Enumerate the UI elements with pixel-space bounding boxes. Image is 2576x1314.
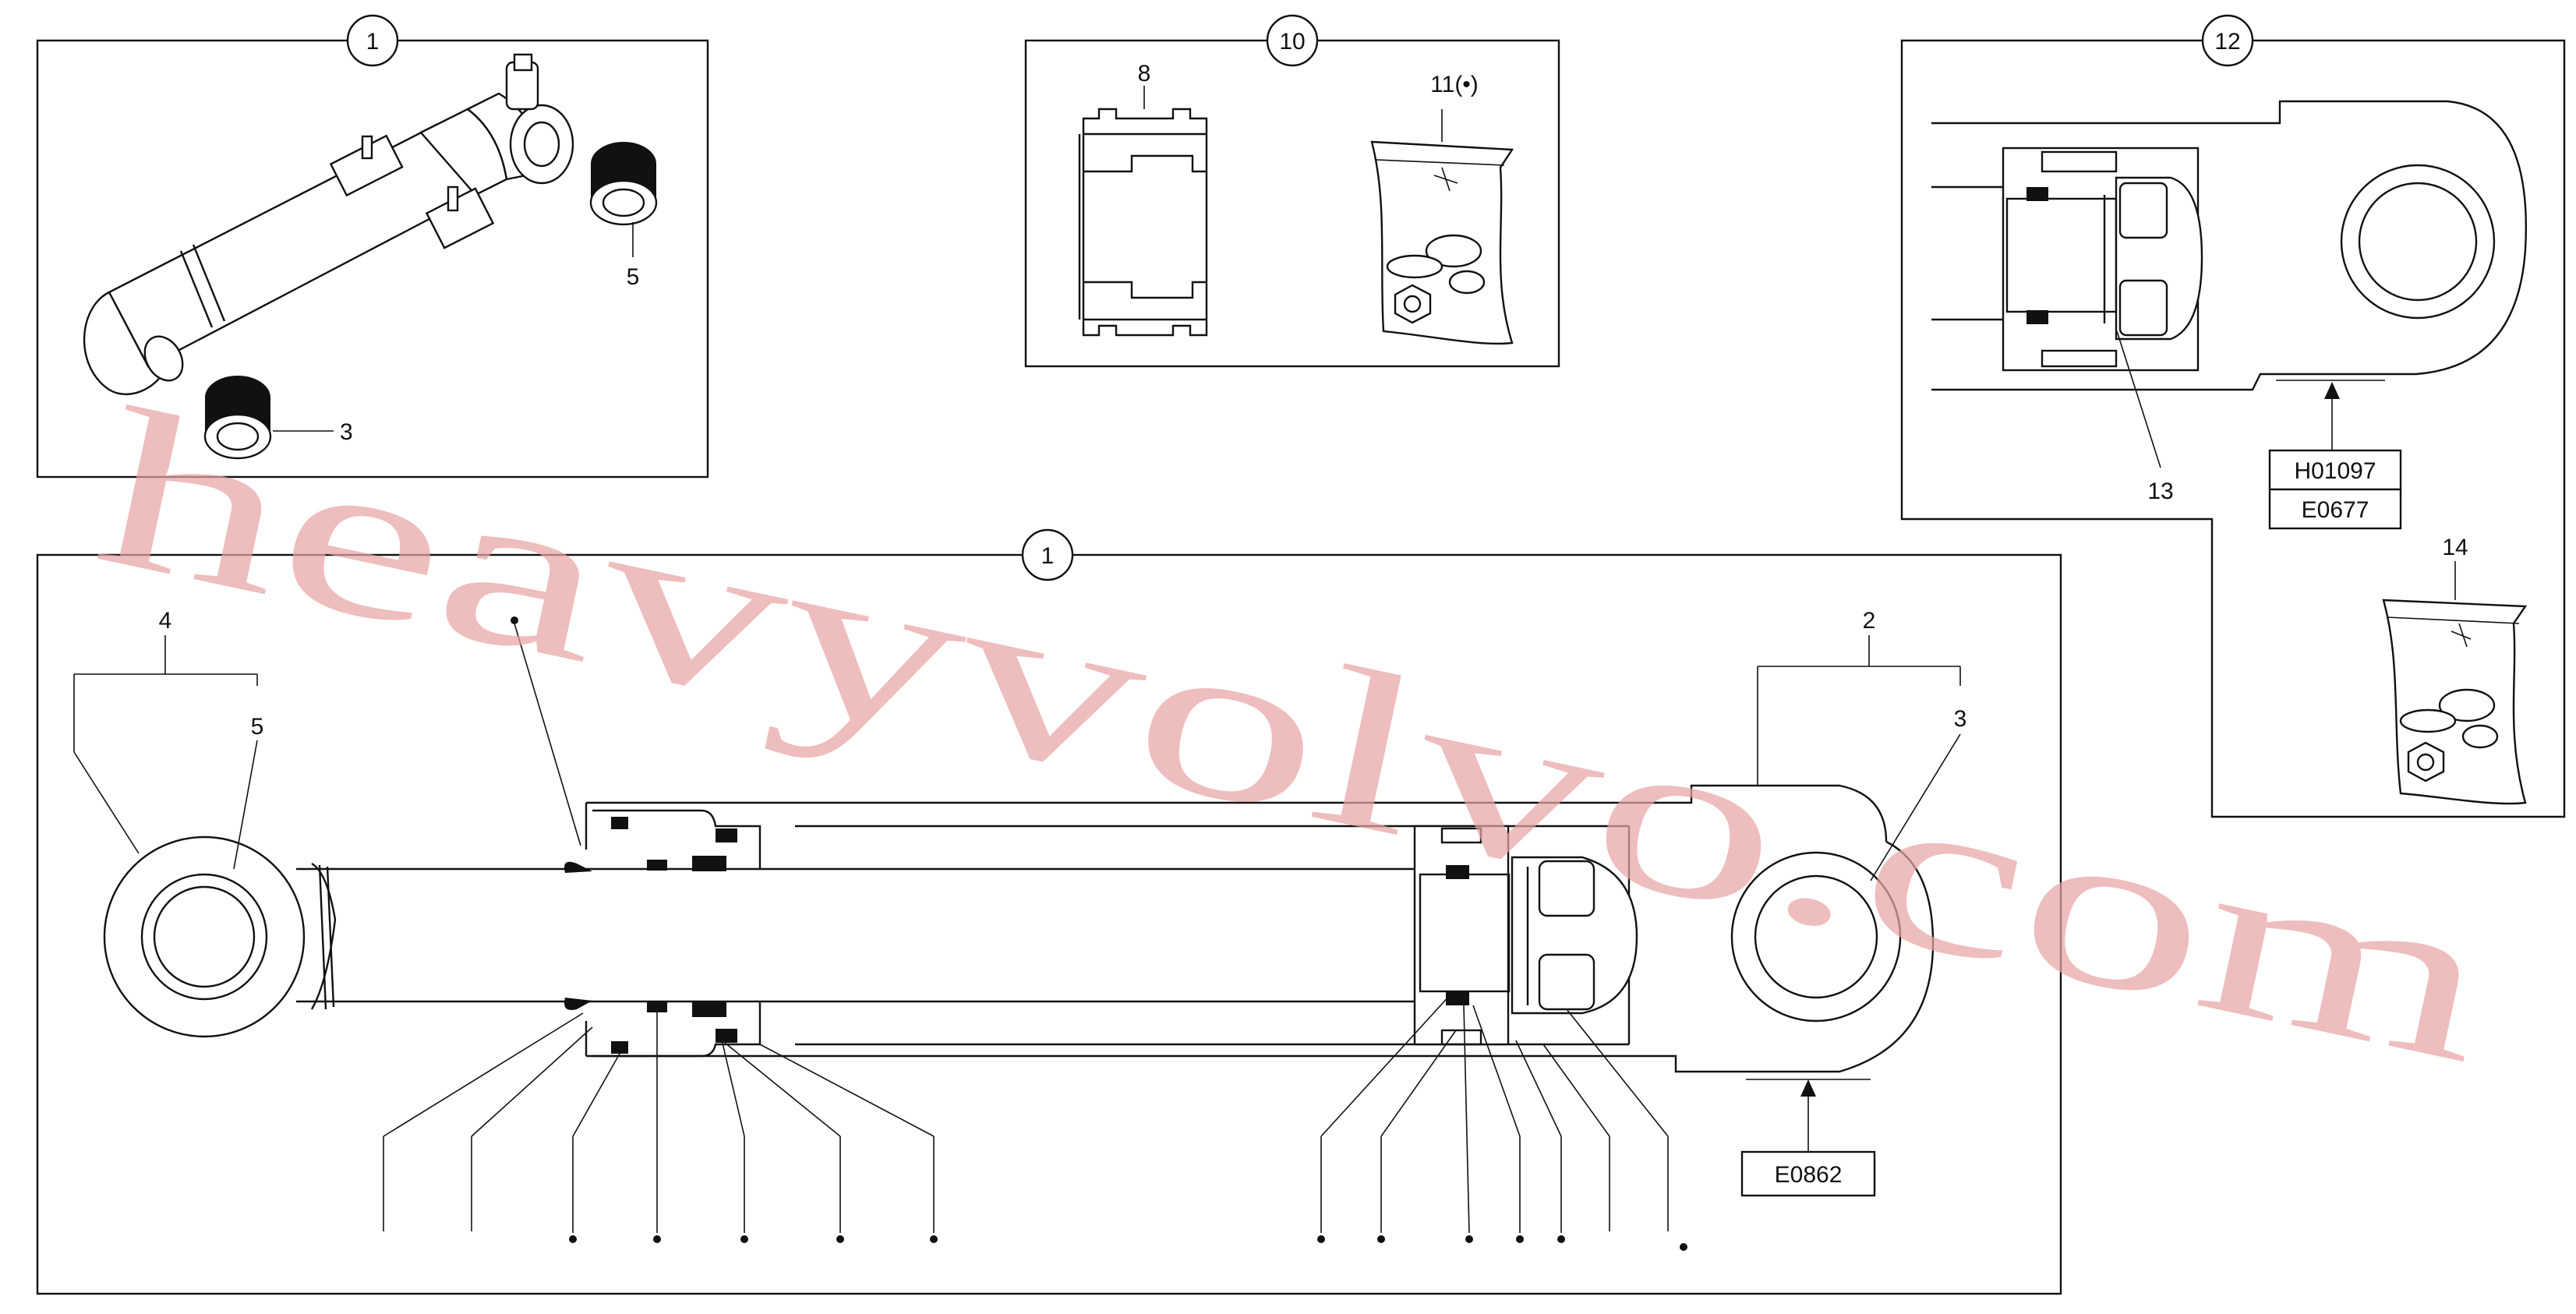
watermark: heavyvolvo.com xyxy=(80,360,2511,1111)
label-tr-13: 13 xyxy=(2147,479,2173,504)
svg-text:10: 10 xyxy=(1279,29,1305,55)
callout-circle-main: 1 xyxy=(1021,528,1074,581)
cylinder-eye-right xyxy=(1730,840,1935,1073)
panel-seal-kit: 10 8 11(•) xyxy=(1024,14,1560,368)
piston-rod xyxy=(296,867,1415,1003)
cylinder-drawing xyxy=(83,53,574,396)
label-main-3: 3 xyxy=(1954,706,1967,732)
label-main-4: 4 xyxy=(159,608,172,634)
svg-text:E0677: E0677 xyxy=(2302,497,2369,523)
rod-end-drawing: 13 xyxy=(1931,100,2527,504)
svg-text:1: 1 xyxy=(1041,543,1055,569)
ref-box-e0862: E0862 xyxy=(1740,1150,1876,1197)
svg-text:E0862: E0862 xyxy=(1775,1162,1843,1188)
seal-bag-11-drawing: 11(•) xyxy=(1370,72,1514,345)
panel-cylinder-section: 1 xyxy=(36,528,2062,1295)
rod-eye-left xyxy=(103,835,337,1038)
svg-text:H01097: H01097 xyxy=(2294,458,2376,484)
label-tl-5: 5 xyxy=(627,264,640,290)
bushing-5-drawing: 5 xyxy=(589,142,658,290)
callout-circle-top-right: 12 xyxy=(2201,14,2254,67)
callout-circle-top-left: 1 xyxy=(346,14,399,67)
upper-callouts: 4 5 2 3 xyxy=(73,608,1967,881)
svg-text:heavyvolvo.com: heavyvolvo.com xyxy=(80,360,2511,1111)
ref-box-e0677: E0677 xyxy=(2268,488,2402,530)
cylinder-head-gland xyxy=(564,809,761,1058)
label-tr-14: 14 xyxy=(2442,535,2468,560)
lower-callouts xyxy=(383,993,1871,1251)
label-tl-3: 3 xyxy=(340,419,353,445)
label-main-5: 5 xyxy=(251,714,264,740)
label-tm-8: 8 xyxy=(1138,61,1151,87)
callout-circle-top-mid: 10 xyxy=(1266,14,1319,67)
piston-8-drawing: 8 xyxy=(1078,61,1208,337)
bushing-3-drawing: 3 xyxy=(203,376,353,460)
label-tm-11: 11(•) xyxy=(1430,72,1479,97)
label-main-2: 2 xyxy=(1863,608,1876,634)
svg-text:12: 12 xyxy=(2214,29,2240,55)
seal-bag-14-drawing: 14 xyxy=(2382,535,2528,805)
svg-text:1: 1 xyxy=(366,29,380,55)
ref-box-h01097: H01097 xyxy=(2268,449,2402,491)
panel-rod-end-detail: 12 13 H01097 xyxy=(1900,14,2566,818)
piston-assembly xyxy=(1413,825,1638,1046)
panel-cylinder-overview: 1 5 xyxy=(36,14,709,479)
